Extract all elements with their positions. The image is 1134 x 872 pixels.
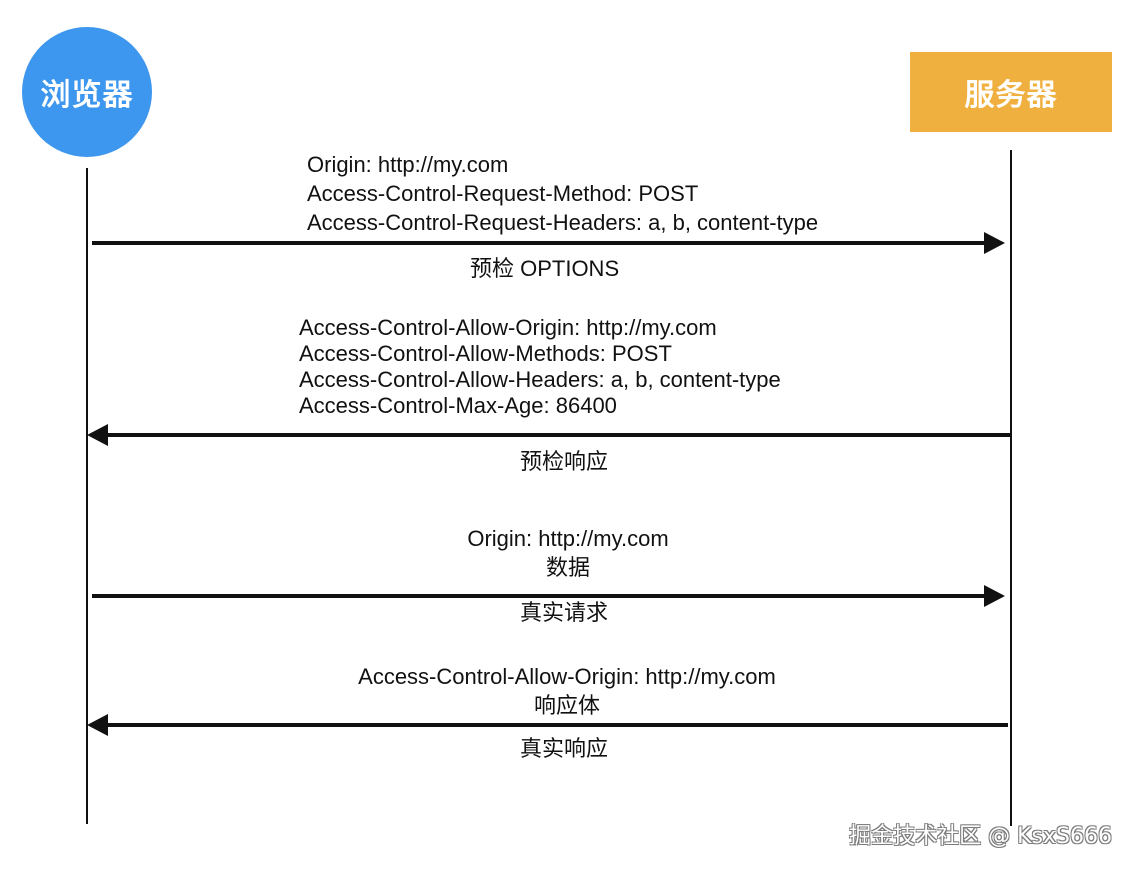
header-line: 数据 <box>545 555 590 580</box>
message-label: 预检响应 <box>520 449 609 474</box>
browser-label: 浏览器 <box>40 78 134 113</box>
header-line: Access-Control-Allow-Methods: POST <box>299 341 672 366</box>
browser-lifeline <box>86 168 88 824</box>
actual-response-label: 真实响应 <box>520 734 608 763</box>
message-label: 预检 OPTIONS <box>470 256 620 281</box>
preflight-request-headers: Origin: http://my.com Access-Control-Req… <box>307 150 818 237</box>
server-participant: 服务器 <box>910 52 1112 132</box>
header-line: Origin: http://my.com <box>307 152 509 177</box>
server-label: 服务器 <box>964 78 1058 113</box>
arrow-actual-response <box>87 714 1009 736</box>
header-line: Access-Control-Allow-Origin: http://my.c… <box>299 315 717 340</box>
arrow-actual-request <box>91 585 1005 607</box>
watermark: 掘金技术社区 @ KsxS666 <box>849 824 1112 849</box>
actual-request-label: 真实请求 <box>520 598 608 627</box>
actual-response-headers: Access-Control-Allow-Origin: http://my.c… <box>317 662 817 720</box>
message-label: 真实响应 <box>520 736 609 761</box>
arrow-preflight-response <box>87 424 1011 446</box>
actual-request-headers: Origin: http://my.com 数据 <box>418 524 718 582</box>
preflight-response-headers: Access-Control-Allow-Origin: http://my.c… <box>299 315 781 419</box>
header-line: 响应体 <box>533 693 600 718</box>
header-line: Access-Control-Request-Method: POST <box>307 181 699 206</box>
header-line: Access-Control-Max-Age: 86400 <box>299 393 617 418</box>
header-line: Access-Control-Request-Headers: a, b, co… <box>307 210 819 235</box>
preflight-response-label: 预检响应 <box>520 447 608 476</box>
message-label: 真实请求 <box>520 600 609 625</box>
header-line: Access-Control-Allow-Headers: a, b, cont… <box>299 367 781 392</box>
preflight-request-label: 预检 OPTIONS <box>470 254 619 283</box>
browser-participant: 浏览器 <box>22 27 152 157</box>
arrow-preflight-request <box>91 232 1005 254</box>
header-line: Origin: http://my.com <box>467 526 669 551</box>
server-lifeline <box>1010 150 1012 826</box>
header-line: Access-Control-Allow-Origin: http://my.c… <box>358 664 776 689</box>
